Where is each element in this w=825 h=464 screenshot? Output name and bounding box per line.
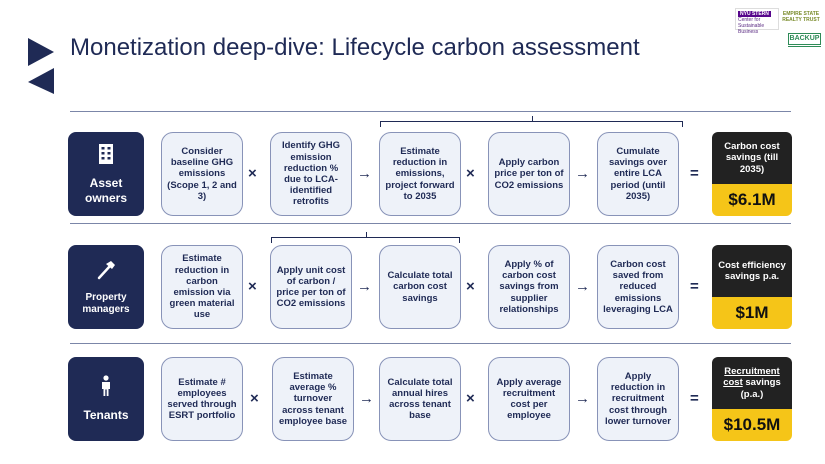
- step-box: Apply average recruitment cost per emplo…: [488, 357, 570, 441]
- building-icon: [98, 143, 114, 170]
- step-box: Calculate total carbon cost savings: [379, 245, 461, 329]
- bracket-connector: [271, 232, 460, 243]
- result-box: Recruitment cost savings (p.a.) $10.5M: [712, 357, 792, 441]
- row-label-asset-owners: Asset owners: [68, 132, 144, 216]
- multiply-operator: ×: [466, 278, 475, 295]
- multiply-operator: ×: [248, 165, 257, 182]
- step-box: Calculate total annual hires across tena…: [379, 357, 461, 441]
- result-box: Carbon cost savings (till 2035) $6.1M: [712, 132, 792, 216]
- multiply-operator: ×: [466, 390, 475, 407]
- result-label: Carbon cost savings (till 2035): [712, 132, 792, 184]
- row-label-text: Property managers: [82, 291, 130, 315]
- multiply-operator: ×: [248, 278, 257, 295]
- multiply-operator: ×: [250, 390, 259, 407]
- slide-title: Monetization deep-dive: Lifecycle carbon…: [70, 34, 640, 61]
- step-box: Apply carbon price per ton of CO2 emissi…: [488, 132, 570, 216]
- step-box: Carbon cost saved from reduced emissions…: [597, 245, 679, 329]
- step-box: Identify GHG emission reduction % due to…: [270, 132, 352, 216]
- row-label-text: Tenants: [83, 408, 129, 422]
- equals-operator: =: [690, 278, 699, 295]
- row-label-property-managers: Property managers: [68, 245, 144, 329]
- step-box: Apply % of carbon cost savings from supp…: [488, 245, 570, 329]
- result-label: Recruitment cost savings (p.a.): [712, 357, 792, 409]
- result-value: $1M: [712, 297, 792, 329]
- backup-badge: BACKUP: [788, 33, 821, 45]
- step-box: Apply unit cost of carbon / price per to…: [270, 245, 352, 329]
- backup-underline: [788, 46, 821, 47]
- result-label: Cost efficiency savings p.a.: [712, 245, 792, 297]
- equals-operator: =: [690, 390, 699, 407]
- nyu-stern-logo: NYU STERN Center for Sustainable Busines…: [735, 8, 779, 35]
- equals-operator: =: [690, 165, 699, 182]
- step-box: Apply reduction in recruitment cost thro…: [597, 357, 679, 441]
- arrow-operator: →: [575, 390, 590, 407]
- row-label-tenants: Tenants: [68, 357, 144, 441]
- step-box: Cumulate savings over entire LCA period …: [597, 132, 679, 216]
- arrow-operator: →: [357, 278, 372, 295]
- step-box: Consider baseline GHG emissions (Scope 1…: [161, 132, 243, 216]
- result-value: $6.1M: [712, 184, 792, 216]
- arrow-operator: →: [575, 165, 590, 182]
- row-label-text: Asset owners: [84, 175, 127, 205]
- step-box: Estimate average % turnover across tenan…: [272, 357, 354, 441]
- divider-line: [70, 111, 791, 112]
- esrt-logo: EMPIRE STATE REALTY TRUST: [782, 11, 820, 23]
- divider-line: [70, 343, 791, 344]
- result-value: $10.5M: [712, 409, 792, 441]
- step-box: Estimate # employees served through ESRT…: [161, 357, 243, 441]
- divider-line: [70, 223, 791, 224]
- step-box: Estimate reduction in carbon emission vi…: [161, 245, 243, 329]
- arrow-operator: →: [359, 390, 374, 407]
- result-box: Cost efficiency savings p.a. $1M: [712, 245, 792, 329]
- arrow-operator: →: [357, 165, 372, 182]
- bracket-connector: [380, 116, 683, 127]
- multiply-operator: ×: [466, 165, 475, 182]
- logo-chevrons-icon: [28, 38, 54, 94]
- arrow-operator: →: [575, 278, 590, 295]
- step-box: Estimate reduction in emissions, project…: [379, 132, 461, 216]
- hammer-icon: [95, 259, 117, 286]
- person-icon: [98, 375, 114, 402]
